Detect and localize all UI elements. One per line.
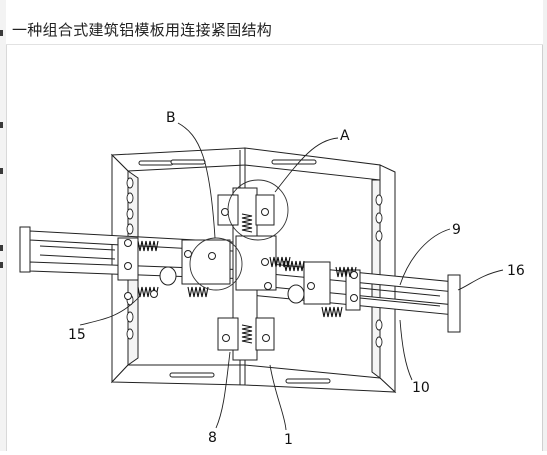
label-9: 9	[452, 222, 461, 238]
label-1: 1	[284, 432, 293, 448]
edge-mark	[0, 262, 3, 268]
edge-mark	[0, 30, 3, 36]
label-16: 16	[507, 263, 525, 279]
patent-figure: B A 9 16 15 10 8 1	[6, 45, 543, 451]
left-window-edge	[0, 0, 7, 451]
edge-mark	[0, 168, 3, 174]
bolts	[124, 208, 358, 342]
page-title: 一种组合式建筑铝模板用连接紧固结构	[12, 21, 273, 39]
frame-holes	[126, 177, 383, 348]
edge-mark	[0, 245, 3, 251]
edge-mark	[0, 122, 3, 128]
clamp-blocks	[117, 237, 361, 311]
label-B: B	[166, 110, 176, 126]
label-8: 8	[208, 430, 217, 446]
center-column	[217, 187, 277, 361]
header: 一种组合式建筑铝模板用连接紧固结构	[6, 0, 543, 45]
label-A: A	[340, 128, 350, 144]
right-window-edge	[542, 0, 547, 451]
label-10: 10	[412, 380, 430, 396]
leader-lines	[79, 122, 504, 431]
detail-circles	[189, 179, 289, 291]
label-15: 15	[68, 327, 86, 343]
